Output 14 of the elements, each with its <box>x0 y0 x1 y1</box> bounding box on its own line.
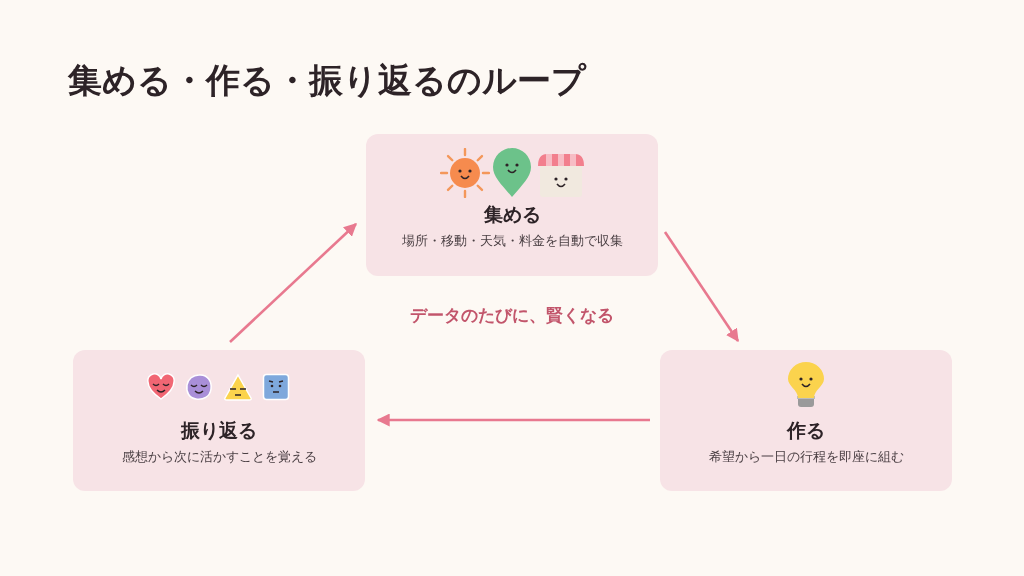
box-description: 感想から次に活かすことを覚える <box>121 448 317 466</box>
title: 集める・作る・振り返るのループ <box>68 59 586 102</box>
box-description: 希望から一日の行程を即座に組む <box>708 448 904 466</box>
arrow <box>663 231 740 343</box>
process-box <box>660 350 952 491</box>
box-description: 場所・移動・天気・料金を自動で収集 <box>401 232 623 250</box>
box-title: 集める <box>483 202 541 227</box>
box-title: 作る <box>787 418 825 443</box>
loop-caption: データのたびに、賢くなる <box>410 304 614 327</box>
process-box <box>73 350 365 491</box>
process-box <box>366 134 658 276</box>
arrow <box>229 223 357 343</box>
arrow <box>376 413 650 427</box>
box-title: 振り返る <box>181 418 257 443</box>
